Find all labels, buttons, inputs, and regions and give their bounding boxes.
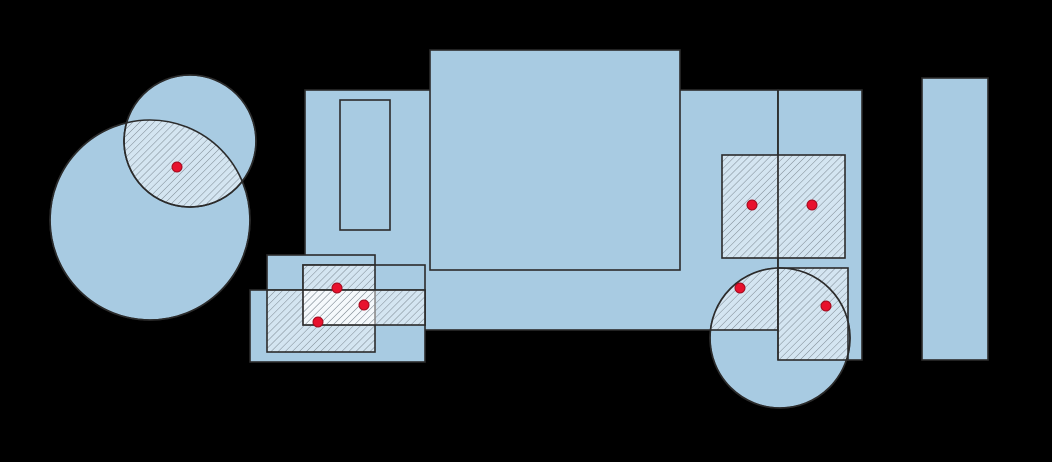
- point-square-left[interactable]: [746, 199, 758, 211]
- top-center-rectangle: [429, 49, 681, 271]
- point-cluster-right[interactable]: [358, 299, 370, 311]
- point-circle-left[interactable]: [734, 282, 746, 294]
- point-lens[interactable]: [171, 161, 183, 173]
- point-cluster-bottom[interactable]: [312, 316, 324, 328]
- left-small-circle-outline: [123, 74, 257, 208]
- point-rect-right[interactable]: [820, 300, 832, 312]
- bottom-right-circle-outline: [709, 267, 851, 409]
- far-right-bar: [921, 77, 989, 361]
- left-large-circle-outline: [49, 119, 251, 321]
- point-cluster-top[interactable]: [331, 282, 343, 294]
- hatch-rect-bottom-right: [777, 267, 849, 361]
- inner-outline-rectangle: [339, 99, 391, 231]
- hatch-square-right: [721, 154, 846, 259]
- point-square-right[interactable]: [806, 199, 818, 211]
